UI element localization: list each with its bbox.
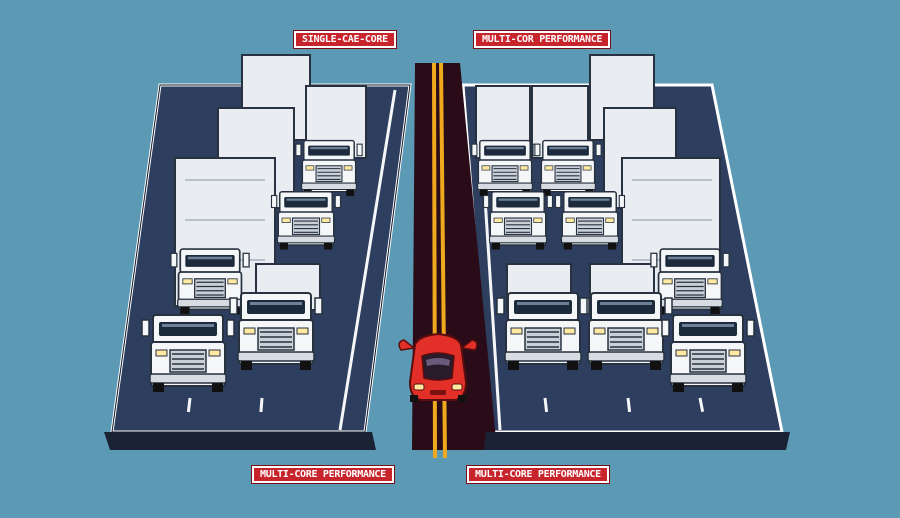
- label-top-left: SINGLE-CAE-CORE: [294, 31, 396, 48]
- label-top-right: MULTI-COR PERFORMANCE: [474, 31, 611, 48]
- left-trucks: [141, 54, 367, 393]
- sports-car: [398, 332, 478, 402]
- label-bottom-right: MULTI-CORE PERFORMANCE: [467, 466, 609, 483]
- right-trucks: [471, 54, 755, 393]
- label-bottom-left: MULTI-CORE PERFORMANCE: [252, 466, 394, 483]
